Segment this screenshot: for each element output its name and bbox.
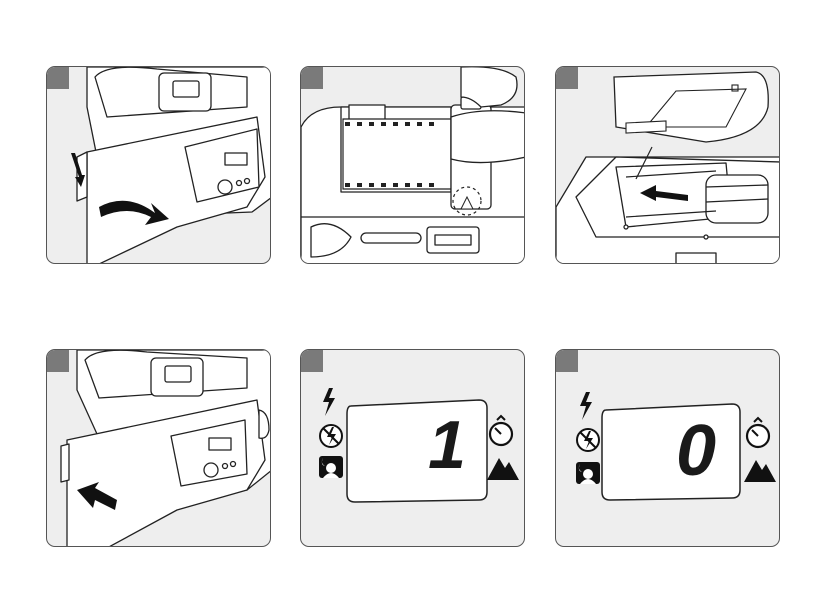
film-cartridge-illustration [301, 67, 525, 264]
panel-frame-counter-display: 1 [300, 349, 525, 547]
panel-open-back-cover [46, 66, 271, 264]
camera-close-back-illustration [47, 350, 271, 547]
step-marker [47, 67, 69, 89]
step-marker [301, 67, 323, 89]
lcd-display-illustration: 0 [556, 350, 780, 547]
step-marker [556, 67, 578, 89]
flash-off-icon [320, 425, 342, 447]
lcd-screen [347, 400, 487, 502]
flash-icon [580, 392, 592, 420]
frame-counter-digit: 0 [676, 411, 716, 491]
step-marker [301, 350, 323, 372]
landscape-icon [487, 458, 519, 480]
self-timer-icon [747, 418, 769, 447]
panel-frame-counter-display: 0 [555, 349, 780, 547]
camera-open-back-illustration [47, 67, 271, 264]
self-timer-icon [490, 416, 512, 445]
lcd-display-illustration: 1 [301, 350, 525, 547]
flash-icon [323, 388, 335, 416]
step-marker [47, 350, 69, 372]
panel-close-back-cover [46, 349, 271, 547]
lcd-screen [602, 404, 740, 500]
night-portrait-icon [319, 456, 343, 478]
film-leader-illustration [556, 67, 780, 264]
panel-insert-film-cartridge [300, 66, 525, 264]
flash-off-icon [577, 429, 599, 451]
landscape-icon [744, 460, 776, 482]
frame-counter-digit: 1 [428, 407, 466, 483]
step-marker [556, 350, 578, 372]
panel-pull-film-leader [555, 66, 780, 264]
night-portrait-icon [576, 462, 600, 484]
